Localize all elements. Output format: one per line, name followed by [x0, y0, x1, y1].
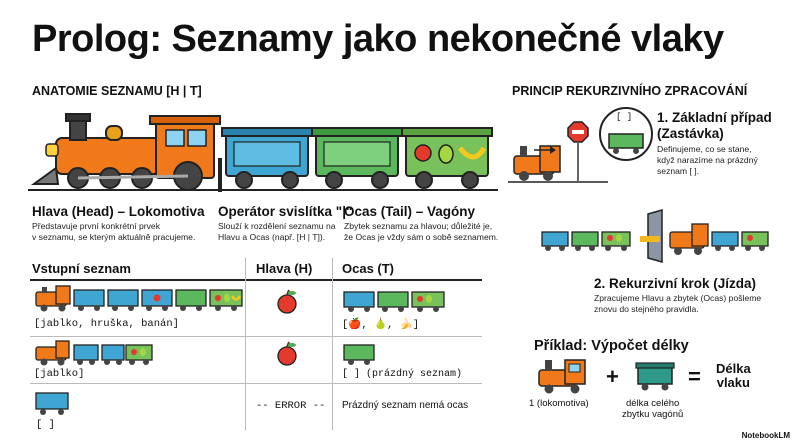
empty-wagon-icon [343, 344, 375, 365]
table-row-1-train-icon [35, 285, 243, 312]
apple-icon [277, 341, 297, 366]
row-3-tail: Prázdný seznam nemá ocas [342, 400, 469, 411]
table-col-divider [332, 258, 333, 430]
table-row-divider [30, 336, 482, 337]
big-train-illustration [28, 113, 498, 192]
recursion-heading: PRINCIP REKURZIVNÍHO ZPRACOVÁNÍ [512, 84, 748, 98]
tail-title: Ocas (Tail) – Vagóny [344, 204, 476, 219]
wagon-green-icon [311, 127, 403, 189]
tail-desc: Zbytek seznamu za hlavou; důležité je,že… [344, 221, 499, 242]
pipe-separator-icon [218, 158, 222, 192]
row-3-input: [ ] [36, 419, 55, 431]
row-2-input: [jablko] [34, 368, 85, 380]
banana-icon [458, 146, 487, 160]
locomotive-icon [30, 113, 221, 191]
pear-icon [438, 144, 454, 164]
row-1-input: [jablko, hruška, banán] [34, 318, 179, 330]
row-3-head: -- ERROR -- [256, 400, 326, 412]
wagon-icon [635, 362, 675, 391]
table-col-divider [245, 258, 246, 430]
base-case-illustration [508, 107, 653, 183]
notebooklm-watermark: NotebookLM [741, 431, 790, 440]
locomotive-count-label: 1 (lokomotiva) [529, 398, 589, 409]
example-heading: Příklad: Výpočet délky [534, 338, 689, 354]
recursive-step-title: 2. Rekurzivní krok (Jízda) [594, 276, 757, 291]
base-case-title: 1. Základní případ(Zastávka) [657, 110, 772, 141]
head-title: Hlava (Head) – Lokomotiva [32, 204, 205, 219]
table-row-2-train-icon [35, 340, 153, 366]
recursive-step-desc: Zpracujeme Hlavu a zbytek (Ocas) pošleme… [594, 293, 762, 314]
col-header-head: Hlava (H) [256, 261, 313, 276]
apple-icon [277, 289, 297, 314]
recursive-step-illustration [541, 209, 769, 263]
operator-title: Operátor svislítka "|" [218, 204, 353, 219]
table-header-divider [30, 279, 482, 281]
col-header-tail: Ocas (T) [342, 261, 395, 276]
anatomy-heading: ANATOMIE SEZNAMU [H | T] [32, 84, 202, 98]
wagon-fruit-icon [401, 127, 493, 189]
row-1-tail: [🍎, 🍐, 🍌] [342, 319, 420, 331]
table-row-divider [30, 383, 482, 384]
empty-list-label: [ ] [616, 112, 633, 122]
col-header-input: Vstupní seznam [32, 261, 131, 276]
base-case-desc: Definujeme, co se stane,když narazíme na… [657, 144, 758, 176]
row-1-tail-train-icon [343, 291, 445, 312]
equals-sign: = [688, 364, 701, 389]
wagon-blue-icon [221, 127, 313, 189]
locomotive-icon [538, 359, 586, 394]
empty-wagon-icon [35, 392, 69, 415]
page-title: Prolog: Seznamy jako nekonečné vlaky [32, 18, 724, 60]
apple-icon [414, 144, 432, 162]
plus-sign: + [606, 364, 619, 389]
row-2-tail: [ ] (prázdný seznam) [342, 369, 463, 380]
